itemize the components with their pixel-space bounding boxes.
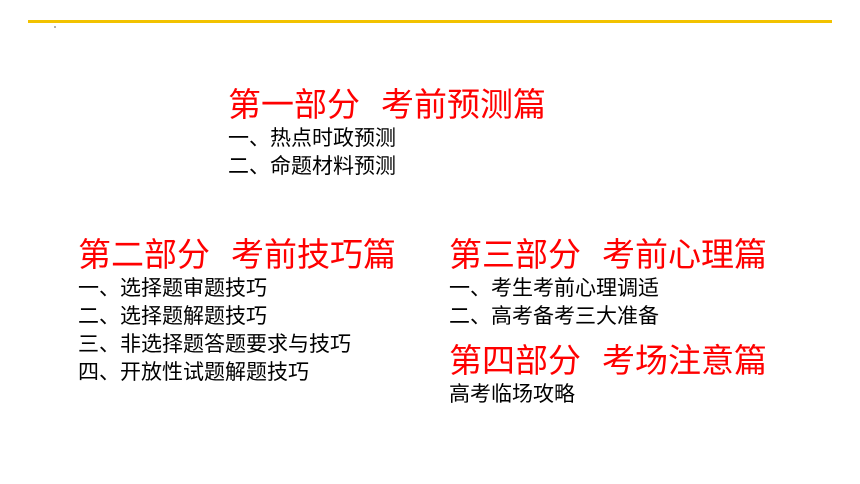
part1-heading: 第一部分 考前预测篇 xyxy=(228,85,546,124)
part4-item-1: 高考临场攻略 xyxy=(449,382,575,406)
top-rule xyxy=(28,20,832,23)
part2-item-3: 三、非选择题答题要求与技巧 xyxy=(78,332,351,356)
part2-item-1: 一、选择题审题技巧 xyxy=(78,276,267,300)
part2-section: 第二部分 考前技巧篇 一、选择题审题技巧 二、选择题解题技巧 三、非选择题答题要… xyxy=(78,236,396,386)
part1-item-1: 一、热点时政预测 xyxy=(228,126,396,150)
part3-heading: 第三部分 考前心理篇 xyxy=(449,235,767,274)
part2-item-2: 二、选择题解题技巧 xyxy=(78,304,267,328)
part3-section: 第三部分 考前心理篇 一、考生考前心理调适 二、高考备考三大准备 xyxy=(449,236,767,330)
part3-item-2: 二、高考备考三大准备 xyxy=(449,304,659,328)
part2-heading: 第二部分 考前技巧篇 xyxy=(78,235,396,274)
part2-item-4: 四、开放性试题解题技巧 xyxy=(78,360,309,384)
corner-dot xyxy=(54,26,56,28)
part1-item-2: 二、命题材料预测 xyxy=(228,154,396,178)
part3-item-1: 一、考生考前心理调适 xyxy=(449,276,659,300)
part4-heading: 第四部分 考场注意篇 xyxy=(449,341,767,380)
part1-section: 第一部分 考前预测篇 一、热点时政预测 二、命题材料预测 xyxy=(228,86,546,180)
part4-section: 第四部分 考场注意篇 高考临场攻略 xyxy=(449,342,767,408)
